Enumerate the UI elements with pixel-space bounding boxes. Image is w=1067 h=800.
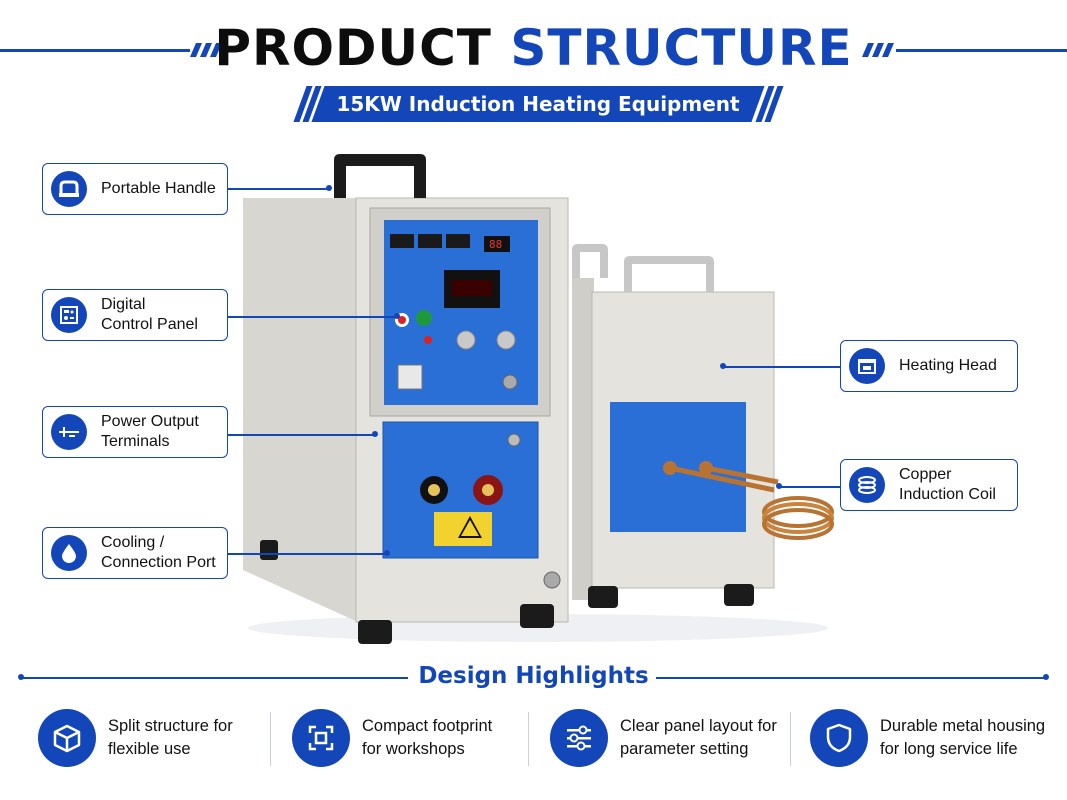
leader-control-panel <box>228 316 396 318</box>
terminals-icon <box>51 414 87 450</box>
highlight-compact-footprint: Compact footprint for workshops <box>292 706 492 770</box>
highlight-durable-housing: Durable metal housing for long service l… <box>810 706 1045 770</box>
header-stripes-left <box>190 43 222 57</box>
sliders-icon <box>550 709 608 767</box>
leader-portable-handle <box>228 188 328 190</box>
leader-cooling <box>228 553 386 555</box>
leader-terminals <box>228 434 374 436</box>
callout-portable-handle: Portable Handle <box>42 163 228 215</box>
callout-power-output-terminals: Power Output Terminals <box>42 406 228 458</box>
highlight-separator <box>790 712 791 766</box>
highlight-text: Durable metal housing for long service l… <box>880 717 1046 758</box>
coil-icon <box>849 467 885 503</box>
leader-coil <box>780 486 840 488</box>
highlights-title: Design Highlights <box>418 663 649 689</box>
rule-end-dot <box>18 674 24 680</box>
rule-end-dot <box>1043 674 1049 680</box>
header-rule-left <box>0 49 190 52</box>
shield-icon <box>810 709 868 767</box>
callout-label: Digital Control Panel <box>101 296 198 333</box>
callout-digital-control-panel: Digital Control Panel <box>42 289 228 341</box>
handle-icon <box>51 171 87 207</box>
highlight-separator <box>528 712 529 766</box>
highlight-text: Clear panel layout for parameter setting <box>620 717 777 758</box>
header-rule-right <box>896 49 1067 52</box>
cube-icon <box>38 709 96 767</box>
highlight-split-structure: Split structure for flexible use <box>38 706 233 770</box>
callout-label: Cooling / Connection Port <box>101 534 216 571</box>
subtitle: 15KW Induction Heating Equipment <box>336 92 740 116</box>
header-stripes-right <box>862 43 894 57</box>
highlight-clear-panel-layout: Clear panel layout for parameter setting <box>550 706 777 770</box>
leader-dot <box>394 313 400 319</box>
callout-label: Copper Induction Coil <box>899 466 996 503</box>
svg-text:88: 88 <box>489 238 502 251</box>
callout-label: Portable Handle <box>101 180 216 197</box>
leader-dot <box>720 363 726 369</box>
leader-dot <box>326 185 332 191</box>
title-part1: PRODUCT <box>214 19 492 77</box>
control-panel-icon <box>51 297 87 333</box>
callout-heating-head: Heating Head <box>840 340 1018 392</box>
callout-copper-induction-coil: Copper Induction Coil <box>840 459 1018 511</box>
highlight-text: Split structure for flexible use <box>108 717 233 758</box>
callout-cooling-connection-port: Cooling / Connection Port <box>42 527 228 579</box>
highlight-text: Compact footprint for workshops <box>362 717 493 758</box>
callout-label: Heating Head <box>899 357 997 374</box>
leader-dot <box>372 431 378 437</box>
highlight-separator <box>270 712 271 766</box>
water-drop-icon <box>51 535 87 571</box>
leader-heating-head <box>724 366 840 368</box>
page-title: PRODUCT STRUCTURE <box>0 18 1067 78</box>
leader-dot <box>776 483 782 489</box>
highlights-rule-right <box>656 677 1046 679</box>
title-part2: STRUCTURE <box>510 19 853 77</box>
compact-icon <box>292 709 350 767</box>
heating-head-icon <box>849 348 885 384</box>
callout-label: Power Output Terminals <box>101 413 199 450</box>
leader-dot <box>384 550 390 556</box>
machine-illustration: 88 <box>243 154 834 644</box>
highlights-rule-left <box>20 677 408 679</box>
